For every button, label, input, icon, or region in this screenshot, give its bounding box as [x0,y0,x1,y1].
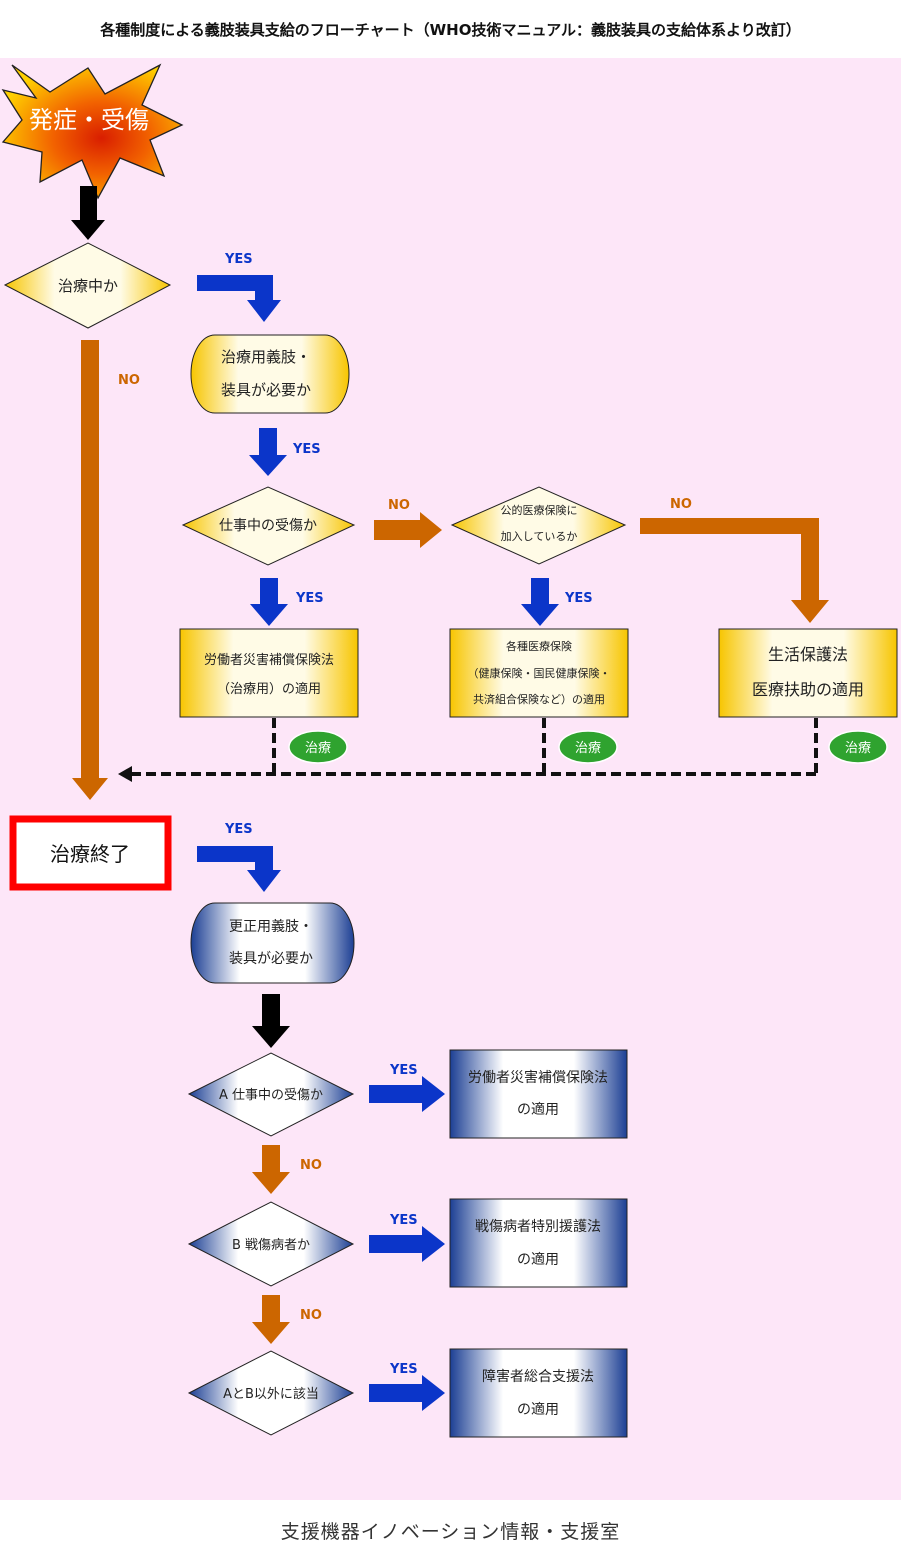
flowchart: 発症・受傷 治療中か NO YES 治療用義肢・ 装具が必要か YES 仕事中の… [1,63,898,1438]
no-right-arrow-1 [374,512,442,548]
footer-label: 支援機器イノベーション情報・支援室 [280,1521,621,1543]
no-bent-arrow-2 [640,518,829,623]
svg-text:治療中か: 治療中か [58,277,118,295]
decision-public-insurance: 公的医療保険に 加入しているか [450,486,627,565]
decision-need-rehab-prosthesis: 更正用義肢・ 装具が必要か [190,902,355,984]
treatment-badge-3: 治療 [828,730,888,764]
no-label-3: NO [670,497,692,512]
yes-right-arrow-b [369,1226,445,1262]
start-down-arrow [71,186,105,240]
no-down-arrow-b [252,1295,290,1344]
svg-text:治療: 治療 [305,741,331,756]
decision-in-treatment: 治療中か [3,242,172,329]
treatment-end-box: 治療終了 [9,815,172,891]
no-label-2: NO [388,498,410,513]
svg-text:治療: 治療 [845,741,871,756]
svg-text:公的医療保険に: 公的医療保険に [501,503,578,517]
yes-label-2: YES [292,442,321,457]
yes-label-c: YES [389,1362,418,1377]
yes-label-1: YES [224,252,253,267]
page-title: 各種制度による義肢装具支給のフローチャート（WHO技術マニュアル：義肢装具の支給… [100,20,801,39]
outcome-war-injury: 戦傷病者特別援護法 の適用 [449,1198,628,1288]
svg-text:装具が必要か: 装具が必要か [221,381,311,399]
svg-text:治療用義肢・: 治療用義肢・ [221,348,311,366]
dashed-return-arrowhead [118,766,132,782]
page-footer: 支援機器イノベーション情報・支援室 [0,1500,901,1561]
svg-text:（治療用）の適用: （治療用）の適用 [217,681,321,697]
flowchart-canvas: 発症・受傷 治療中か NO YES 治療用義肢・ 装具が必要か YES 仕事中の… [0,58,901,1500]
yes-down-arrow-2 [249,428,287,476]
outcome-workers-comp-treatment: 労働者災害補償保険法 （治療用）の適用 [179,628,359,718]
yes-bent-arrow-1 [197,275,281,322]
svg-text:共済組合保険など）の適用: 共済組合保険など）の適用 [473,692,605,706]
treatment-badge-2: 治療 [558,730,618,764]
svg-text:加入しているか: 加入しているか [501,530,578,543]
yes-right-arrow-c [369,1375,445,1411]
treatment-badge-1: 治療 [288,730,348,764]
yes-right-arrow-a [369,1076,445,1112]
svg-text:治療: 治療 [575,741,601,756]
outcome-health-insurance: 各種医療保険 （健康保険・国民健康保険・ 共済組合保険など）の適用 [449,628,629,718]
decision-need-treatment-prosthesis: 治療用義肢・ 装具が必要か [190,334,350,414]
decision-work-injury: 仕事中の受傷か [181,486,356,566]
page-header: 各種制度による義肢装具支給のフローチャート（WHO技術マニュアル：義肢装具の支給… [0,0,901,58]
dashed-return-lines [128,718,818,776]
svg-text:医療扶助の適用: 医療扶助の適用 [752,680,864,699]
svg-text:（健康保険・国民健康保険・: （健康保険・国民健康保険・ [468,666,611,680]
svg-text:B 戦傷病者か: B 戦傷病者か [232,1238,310,1253]
svg-text:各種医療保険: 各種医療保険 [506,639,572,653]
svg-text:仕事中の受傷か: 仕事中の受傷か [219,518,317,534]
outcome-workers-comp-rehab: 労働者災害補償保険法 の適用 [449,1049,628,1139]
no-label-1: NO [118,373,140,388]
svg-text:の適用: の適用 [517,1401,559,1418]
svg-text:労働者災害補償保険法: 労働者災害補償保険法 [204,652,334,668]
yes-bent-arrow-5 [197,846,281,892]
decision-other: AとB以外に該当 [187,1350,355,1436]
svg-text:生活保護法: 生活保護法 [768,645,848,664]
svg-text:の適用: の適用 [517,1251,559,1268]
no-down-arrow-a [252,1145,290,1194]
start-label: 発症・受傷 [29,106,149,134]
svg-text:更正用義肢・: 更正用義肢・ [229,918,313,935]
svg-text:装具が必要か: 装具が必要か [229,951,313,967]
yes-down-arrow-4 [521,578,559,626]
no-arrow-to-treatment-end [72,340,108,800]
yes-down-arrow-3 [250,578,288,626]
svg-text:治療終了: 治療終了 [50,842,130,866]
no-label-a: NO [300,1158,322,1173]
decision-a-work-injury: A 仕事中の受傷か [187,1052,355,1137]
start-burst: 発症・受傷 [1,63,184,200]
no-label-b: NO [300,1308,322,1323]
outcome-disability: 障害者総合支援法 の適用 [449,1348,628,1438]
decision-b-war-injury: B 戦傷病者か [187,1201,355,1287]
svg-text:A 仕事中の受傷か: A 仕事中の受傷か [219,1088,323,1103]
rehab-black-down-arrow [252,994,290,1048]
yes-label-3: YES [295,591,324,606]
yes-label-b: YES [389,1213,418,1228]
yes-label-4: YES [564,591,593,606]
svg-text:労働者災害補償保険法: 労働者災害補償保険法 [468,1070,608,1086]
svg-text:の適用: の適用 [517,1101,559,1118]
svg-text:戦傷病者特別援護法: 戦傷病者特別援護法 [475,1219,601,1235]
outcome-welfare: 生活保護法 医療扶助の適用 [718,628,898,718]
svg-text:障害者総合支援法: 障害者総合支援法 [482,1369,594,1385]
yes-label-5: YES [224,822,253,837]
yes-label-a: YES [389,1063,418,1078]
svg-text:AとB以外に該当: AとB以外に該当 [223,1386,319,1402]
